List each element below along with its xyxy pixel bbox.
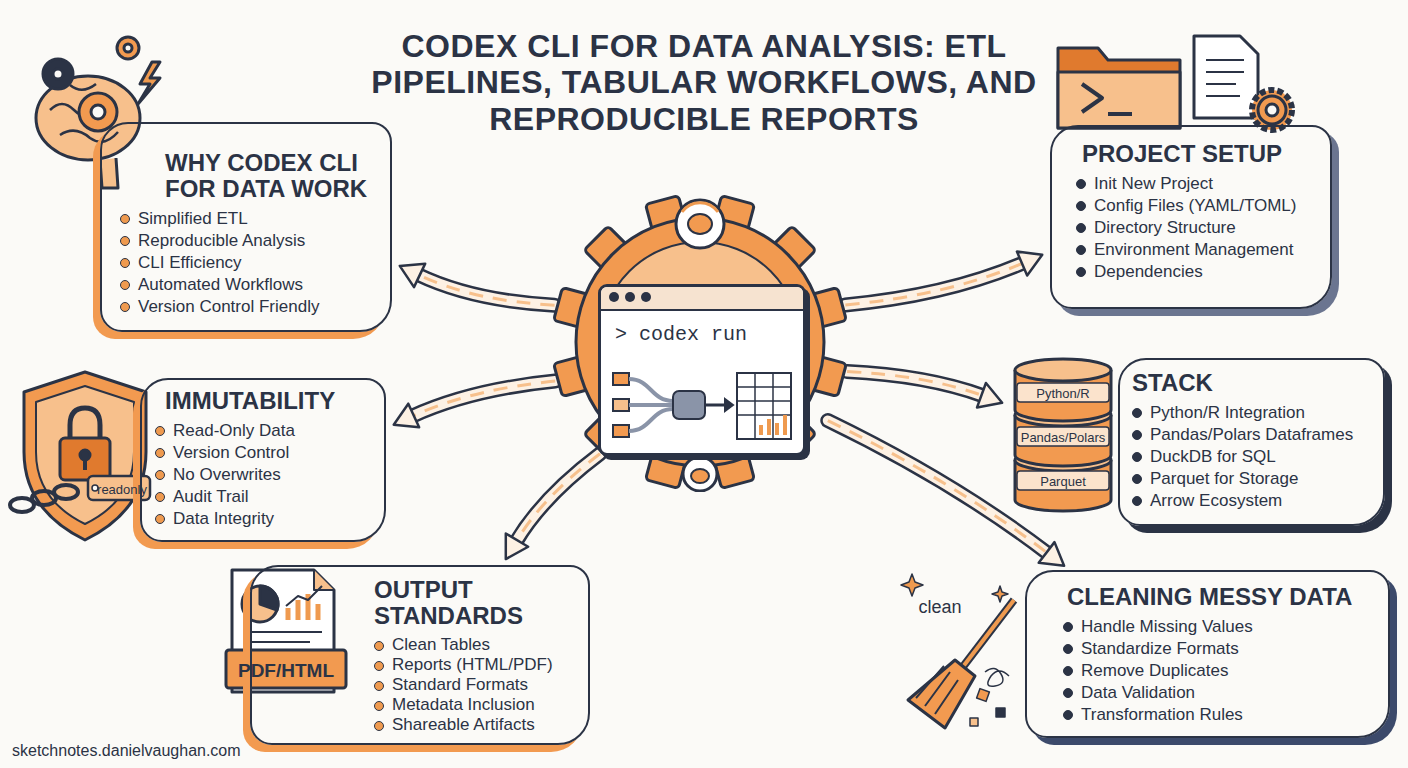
bullet-item: Standard Formats (374, 675, 576, 695)
bullet-item: Read-Only Data (155, 420, 374, 442)
ribbon-stripe (418, 275, 555, 306)
bullet-item: Environment Management (1076, 239, 1318, 261)
arrow-heads (400, 264, 425, 287)
ribbon-fill (412, 381, 555, 416)
bullet-item: Pandas/Polars Dataframes (1132, 424, 1373, 446)
bullet-item: Config Files (YAML/TOML) (1076, 195, 1318, 217)
report-document-icon (226, 570, 346, 692)
box-outline: CLEANING MESSY DATA Handle Missing Values… (1025, 570, 1390, 738)
connector-arrow (394, 381, 555, 427)
connector-arrow (845, 252, 1042, 305)
bullet-item: Remove Duplicates (1063, 660, 1376, 682)
ribbon-outline (516, 454, 600, 542)
arrow-heads (977, 383, 1002, 407)
connector-arrow (506, 454, 600, 559)
bullet-item: Init New Project (1076, 173, 1318, 195)
arrow-heads (506, 533, 528, 559)
icon-label: clean (910, 598, 970, 616)
command-text: > codex run (615, 323, 803, 346)
ribbon-stripe (412, 381, 555, 416)
arrow-heads (1039, 542, 1064, 566)
icon-label: Parquet (1015, 475, 1111, 488)
ribbon-stripe (516, 454, 600, 542)
caption: sketchnotes.danielvaughan.com (12, 742, 241, 760)
bullet-item: Transformation Rules (1063, 704, 1376, 726)
arrow-head (506, 533, 528, 559)
center-gear: > codex run (550, 192, 850, 492)
topic-box: IMMUTABILITY Read-Only DataVersion Contro… (140, 378, 386, 542)
bullet-item: Handle Missing Values (1063, 616, 1376, 638)
box-heading: STACK (1132, 370, 1373, 396)
arrow-head (977, 383, 1002, 407)
bullet-item: Reports (HTML/PDF) (374, 655, 576, 675)
ribbon-outline (418, 275, 555, 306)
bullet-item: Reproducible Analysis (120, 230, 376, 252)
box-outline: WHY CODEX CLI FOR DATA WORK Simplified ET… (100, 122, 392, 332)
topic-box: WHY CODEX CLI FOR DATA WORK Simplified ET… (100, 122, 392, 332)
arrow-head (394, 404, 419, 428)
connector-arrow (847, 372, 1002, 408)
ribbon-outline (847, 372, 983, 396)
bullet-item: Automated Workflows (120, 274, 376, 296)
arrow-heads (1017, 252, 1042, 276)
bullet-item: Arrow Ecosystem (1132, 490, 1373, 512)
arrow-heads (394, 404, 419, 428)
icon-label: Pandas/Polars (1015, 431, 1111, 444)
box-heading: OUTPUT STANDARDS (374, 577, 576, 629)
bullet-item: Dependencies (1076, 261, 1318, 283)
ribbon-fill (845, 263, 1024, 305)
box-heading: PROJECT SETUP (1082, 141, 1318, 167)
icon-label: readonly (95, 483, 149, 496)
broom-icon (901, 574, 1014, 728)
bullet-item: Data Validation (1063, 682, 1376, 704)
topic-box: CLEANING MESSY DATA Handle Missing Values… (1025, 570, 1390, 738)
bullet-item: No Overwrites (155, 464, 374, 486)
icon-label: PDF/HTML (228, 661, 344, 680)
connector-arrow (400, 264, 555, 305)
arrow-head (1017, 252, 1042, 276)
project-folder-icon (1058, 36, 1292, 130)
bullet-item: Standardize Formats (1063, 638, 1376, 660)
bullet-item: Simplified ETL (120, 208, 376, 230)
ribbon-fill (418, 275, 555, 306)
box-heading: IMMUTABILITY (165, 388, 374, 414)
bullet-item: Clean Tables (374, 635, 576, 655)
box-outline: OUTPUT STANDARDS Clean TablesReports (HTM… (250, 565, 590, 745)
shield-lock-icon (10, 372, 150, 540)
box-outline: IMMUTABILITY Read-Only DataVersion Contro… (140, 378, 386, 542)
box-outline: PROJECT SETUP Init New ProjectConfig File… (1050, 125, 1332, 309)
ribbon-outline (845, 263, 1024, 305)
ribbon-outline (412, 381, 555, 416)
ribbon-fill (516, 454, 600, 542)
bullet-item: Directory Structure (1076, 217, 1318, 239)
bullet-item: Version Control (155, 442, 374, 464)
bullet-item: Metadata Inclusion (374, 695, 576, 715)
pipeline-illustration (611, 365, 796, 449)
title: CODEX CLI FOR DATA ANALYSIS: ETL PIPELIN… (350, 28, 1058, 137)
box-outline: STACK Python/R IntegrationPandas/Polars D… (1118, 358, 1385, 526)
ribbon-fill (847, 372, 983, 396)
bullet-item: Parquet for Storage (1132, 468, 1373, 490)
box-heading: CLEANING MESSY DATA (1067, 584, 1376, 610)
bullet-item: Audit Trail (155, 486, 374, 508)
ribbon-stripe (845, 263, 1024, 305)
bullet-item: CLI Efficiency (120, 252, 376, 274)
box-heading: WHY CODEX CLI FOR DATA WORK (165, 150, 376, 202)
brain-icon (36, 37, 160, 188)
topic-box: PROJECT SETUP Init New ProjectConfig File… (1050, 125, 1332, 309)
bullet-item: Data Integrity (155, 508, 374, 530)
icon-label: Python/R (1015, 387, 1111, 400)
ribbon-stripe (847, 372, 983, 396)
bullet-item: DuckDB for SQL (1132, 446, 1373, 468)
topic-box: OUTPUT STANDARDS Clean TablesReports (HTM… (250, 565, 590, 745)
bullet-item: Python/R Integration (1132, 402, 1373, 424)
arrow-head (400, 264, 425, 287)
bullet-item: Shareable Artifacts (374, 715, 576, 735)
terminal-window: > codex run (598, 284, 806, 456)
arrow-head (1039, 542, 1064, 566)
database-stack-icon (1015, 359, 1111, 511)
bullet-item: Version Control Friendly (120, 296, 376, 318)
